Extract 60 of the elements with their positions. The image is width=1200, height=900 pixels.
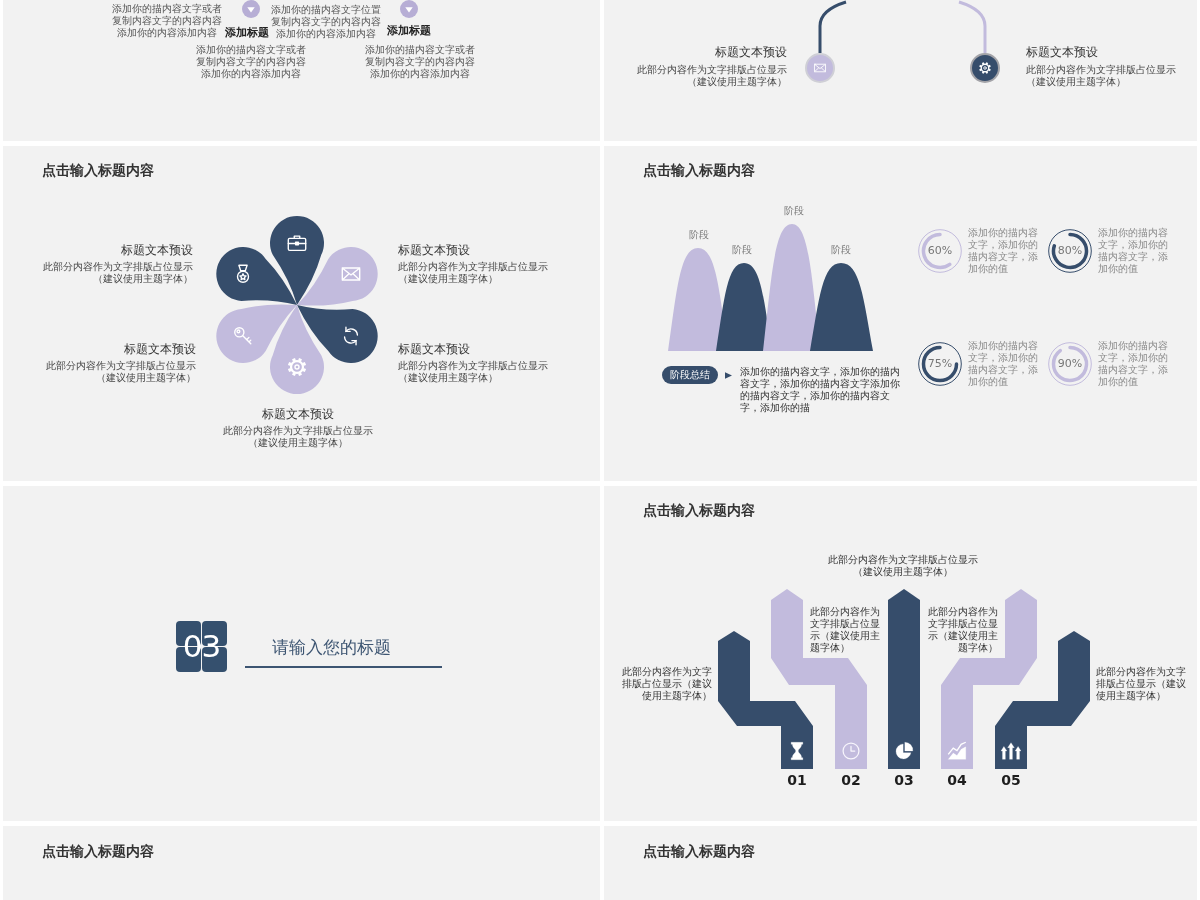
body-text: 添加你的描内容文字或者复制内容文字的内容内容添加你的内容添加内容	[364, 44, 476, 80]
step-number: 01	[787, 772, 807, 788]
stage-label: 阶段	[784, 205, 804, 217]
progress-ring: 75%	[918, 342, 962, 386]
heading-text: 标题文本预设	[715, 44, 787, 60]
heading-text: 添加标题	[225, 25, 269, 39]
slide-panel	[3, 486, 600, 821]
body-text: 此部分内容作为文字排版占位显示（建议使用主题字体）	[1026, 64, 1177, 88]
body-text: 添加你的描内容文字或者复制内容文字的内容内容添加你的内容添加内容	[111, 3, 223, 39]
description-text: 添加你的描内容文字，添加你的描内容文字，添加你的值	[1098, 340, 1169, 388]
body-text: 添加你的描内容文字，添加你的描内容文字，添加你的描内容文字添加你的描内容文字，添加你的描内容文字，添加你的描	[740, 366, 901, 414]
slide-title: 点击输入标题内容	[643, 501, 755, 519]
body-text: 添加你的描内容文字或者复制内容文字的内容内容添加你的内容添加内容	[195, 44, 307, 80]
body-text: 此部分内容作为文字排版占位显示（建议使用主题字体）	[398, 261, 549, 285]
stage-label: 阶段	[732, 244, 752, 256]
icon-circle	[805, 53, 835, 83]
tag-pill: 阶段总结	[662, 366, 718, 384]
body-text: 此部分内容作为文字排版占位显示（建议使用主题字体）	[636, 64, 787, 88]
slide-title: 点击输入标题内容	[42, 842, 154, 860]
body-text: 此部分内容作为文字排版占位显示（建议使用主题字体）	[42, 261, 193, 285]
description-text: 添加你的描内容文字，添加你的描内容文字，添加你的值	[968, 340, 1039, 388]
description-text: 添加你的描内容文字，添加你的描内容文字，添加你的值	[1098, 227, 1169, 275]
body-text: 此部分内容作为文字排版占位显示（建议使用主题字体）	[827, 554, 979, 578]
connector-line	[958, 0, 987, 53]
heading-text: 标题文本预设	[398, 341, 470, 357]
section-title: 请输入您的标题	[272, 637, 391, 657]
slide-title: 点击输入标题内容	[643, 842, 755, 860]
description-text: 添加你的描内容文字，添加你的描内容文字，添加你的值	[968, 227, 1039, 275]
heading-text: 标题文本预设	[124, 341, 196, 357]
progress-ring: 90%	[1048, 342, 1092, 386]
slide-panel	[604, 486, 1197, 821]
heading-text: 标题文本预设	[398, 242, 470, 258]
icon-circle	[970, 53, 1000, 83]
progress-ring: 60%	[918, 229, 962, 273]
body-text: 添加你的描内容文字位置复制内容文字的内容内容添加你的内容添加内容	[270, 4, 382, 40]
body-text: 此部分内容作为文字排版占位显示（建议使用主题字体）	[1096, 666, 1187, 702]
heading-text: 标题文本预设	[1026, 44, 1098, 60]
slide-panel	[3, 146, 600, 481]
stage-label: 阶段	[831, 244, 851, 256]
slide-title: 点击输入标题内容	[643, 161, 755, 179]
body-text: 此部分内容作为文字排版占位显示（建议使用主题字体）	[621, 666, 712, 702]
body-text: 此部分内容作为文字排版占位显示（建议使用主题字体）	[45, 360, 196, 384]
heading-text: 标题文本预设	[262, 406, 334, 422]
step-number: 05	[1001, 772, 1021, 788]
connector-line	[818, 0, 847, 53]
step-number: 02	[841, 772, 861, 788]
step-number: 03	[894, 772, 914, 788]
body-text: 此部分内容作为文字排版占位显示（建议使用主题字体）	[810, 606, 881, 654]
progress-ring: 80%	[1048, 229, 1092, 273]
slide-title: 点击输入标题内容	[42, 161, 154, 179]
body-text: 此部分内容作为文字排版占位显示（建议使用主题字体）	[222, 425, 374, 449]
slide-panel	[604, 146, 1197, 481]
heading-text: 标题文本预设	[121, 242, 193, 258]
heading-text: 添加标题	[387, 23, 431, 37]
body-text: 此部分内容作为文字排版占位显示（建议使用主题字体）	[927, 606, 998, 654]
stage-label: 阶段	[689, 229, 709, 241]
step-number: 04	[947, 772, 967, 788]
slide-panel	[3, 0, 600, 141]
slide-panel	[604, 0, 1197, 141]
body-text: 此部分内容作为文字排版占位显示（建议使用主题字体）	[398, 360, 549, 384]
